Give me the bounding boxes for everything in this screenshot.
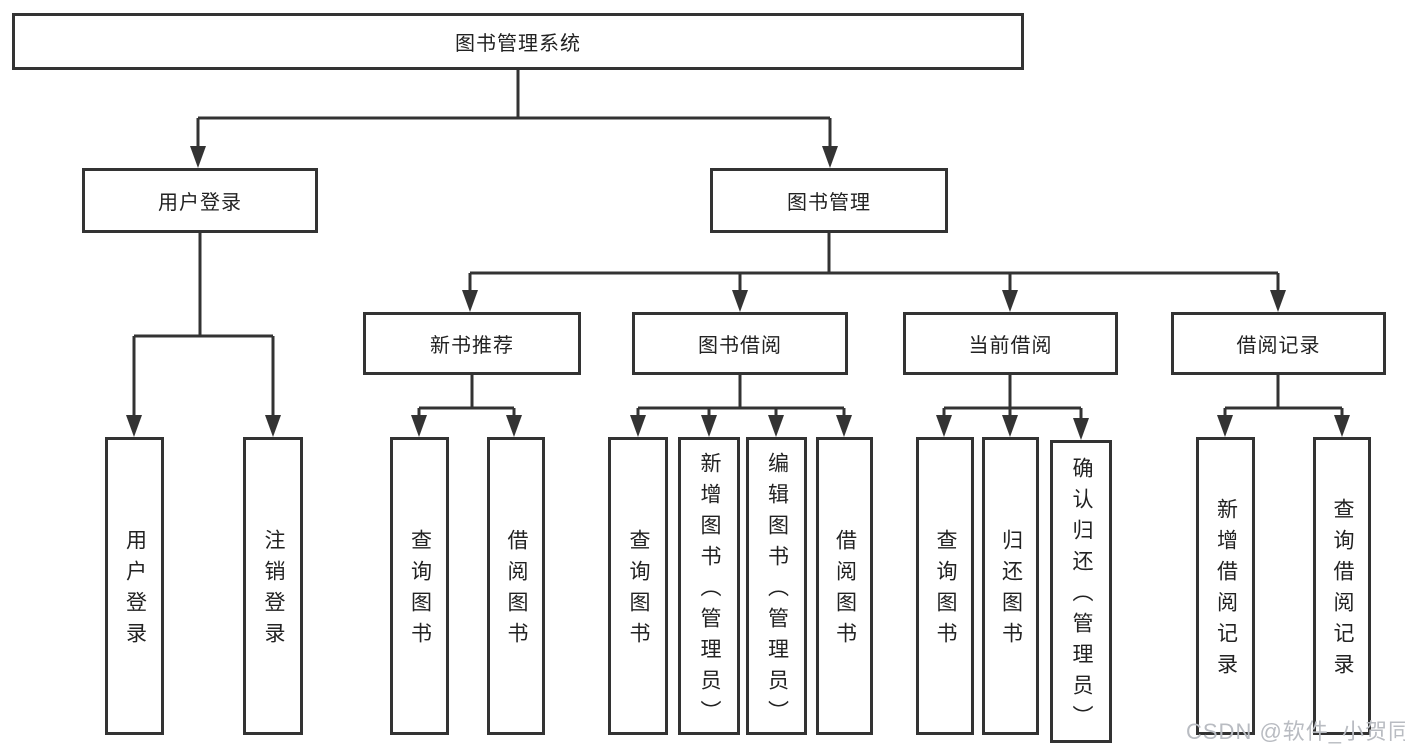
leaf-cb-query-books: 查询图书 (916, 437, 974, 735)
leaf-br-add-record: 新增借阅记录 (1196, 437, 1255, 735)
watermark: CSDN @软件_小贺同学 (1186, 719, 1405, 744)
leaf-rec-query-books: 查询图书 (390, 437, 449, 735)
leaf-label: 注销登录 (262, 529, 285, 653)
leaf-bb-edit-book-admin: 编辑图书（管理员） (746, 437, 807, 735)
leaf-cb-return-books: 归还图书 (982, 437, 1039, 735)
leaf-user-login: 用户登录 (105, 437, 164, 735)
node-label: 当前借阅 (968, 335, 1053, 357)
node-borrow-records: 借阅记录 (1171, 312, 1386, 375)
leaf-bb-borrow-books: 借阅图书 (816, 437, 873, 735)
node-current-borrow: 当前借阅 (903, 312, 1118, 375)
node-label: 新书推荐 (430, 335, 514, 357)
node-book-borrow: 图书借阅 (632, 312, 848, 375)
leaf-logout: 注销登录 (243, 437, 303, 735)
node-user-login: 用户登录 (82, 168, 318, 233)
node-label: 借阅记录 (1236, 335, 1321, 357)
leaf-bb-query-books: 查询图书 (608, 437, 668, 735)
node-new-book-recommend: 新书推荐 (363, 312, 581, 375)
leaf-label: 借阅图书 (505, 529, 528, 653)
node-label: 图书管理 (787, 192, 871, 214)
node-root-system: 图书管理系统 (12, 13, 1024, 70)
leaf-label: 新增图书（管理员） (698, 451, 721, 731)
leaf-label: 查询借阅记录 (1331, 498, 1354, 684)
leaf-label: 查询图书 (408, 529, 432, 653)
node-label: 图书管理系统 (455, 33, 581, 55)
leaf-label: 借阅图书 (833, 529, 857, 653)
node-book-management: 图书管理 (710, 168, 948, 233)
leaf-label: 归还图书 (999, 529, 1023, 653)
node-label: 用户登录 (158, 192, 242, 214)
leaf-rec-borrow-books: 借阅图书 (487, 437, 545, 735)
leaf-label: 查询图书 (934, 529, 957, 653)
leaf-label: 编辑图书（管理员） (765, 451, 789, 731)
leaf-bb-add-book-admin: 新增图书（管理员） (678, 437, 740, 735)
leaf-br-query-record: 查询借阅记录 (1313, 437, 1371, 735)
leaf-cb-confirm-return-admin: 确认归还（管理员） (1050, 440, 1112, 743)
leaf-label: 用户登录 (123, 529, 147, 653)
node-label: 图书借阅 (698, 335, 782, 357)
leaf-label: 查询图书 (627, 529, 650, 653)
leaf-label: 确认归还（管理员） (1070, 457, 1093, 736)
leaf-label: 新增借阅记录 (1214, 498, 1238, 684)
